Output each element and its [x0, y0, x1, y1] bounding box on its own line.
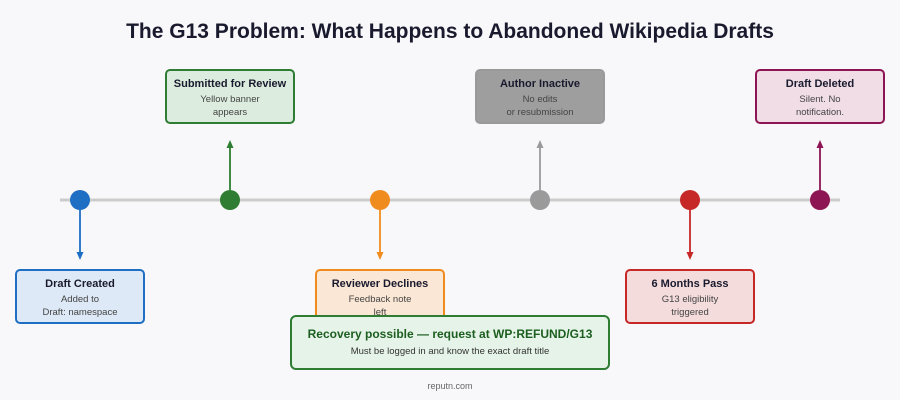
draft-created-arrowhead — [76, 252, 84, 260]
recovery-title: Recovery possible — request at WP:REFUND… — [307, 327, 593, 341]
six-months-pass-title: 6 Months Pass — [651, 278, 729, 290]
author-inactive-arrowhead — [536, 140, 544, 148]
reviewer-declines-arrowhead — [376, 252, 384, 260]
recovery-description: Must be logged in and know the exact dra… — [350, 346, 550, 357]
draft-deleted-title: Draft Deleted — [785, 78, 855, 90]
draft-deleted-node — [810, 190, 830, 210]
reviewer-declines-node — [370, 190, 390, 210]
author-inactive-node — [530, 190, 550, 210]
submitted-for-review-title: Submitted for Review — [173, 78, 287, 90]
recovery-callout: Recovery possible — request at WP:REFUND… — [290, 315, 610, 370]
six-months-pass-node — [680, 190, 700, 210]
footer-credit: reputn.com — [427, 381, 473, 391]
reviewer-declines-title: Reviewer Declines — [331, 278, 429, 290]
diagram-title: The G13 Problem: What Happens to Abandon… — [126, 20, 774, 43]
submitted-for-review-node — [220, 190, 240, 210]
draft-deleted-arrowhead — [816, 140, 824, 148]
six-months-pass-arrowhead — [686, 252, 694, 260]
author-inactive-title: Author Inactive — [499, 78, 581, 90]
draft-created-title: Draft Created — [45, 278, 115, 290]
draft-created-node — [70, 190, 90, 210]
submitted-for-review-arrowhead — [226, 140, 234, 148]
